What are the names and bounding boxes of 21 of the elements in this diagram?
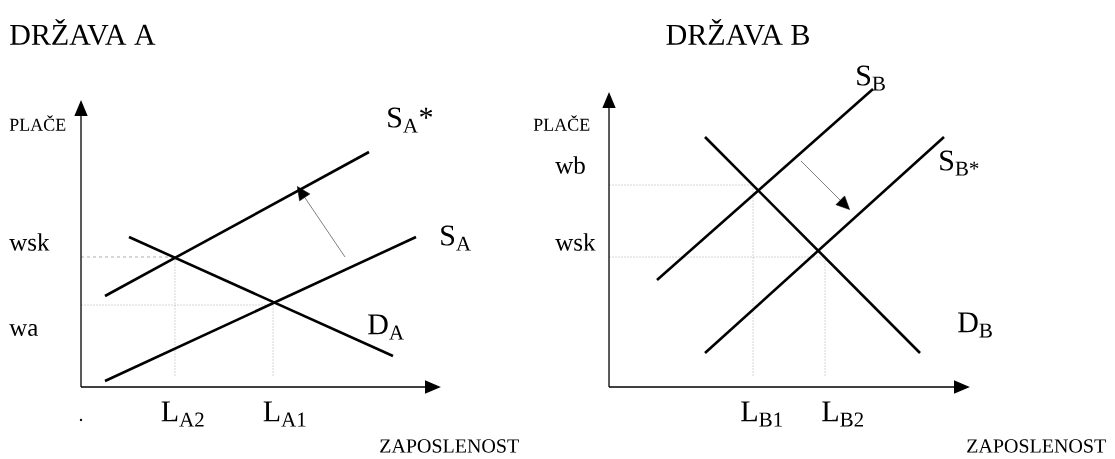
curve-label: S$_{A}$*	[388, 107, 433, 133]
tick-label: L$_{B1}$	[741, 401, 782, 427]
tick-label: wsk	[555, 233, 596, 251]
curve-label: S$_{A}$	[441, 225, 471, 251]
curve-label: D$_{A}$	[368, 314, 404, 340]
tick-label: L$_{A2}$	[161, 401, 204, 427]
tick-label: wb	[555, 156, 585, 174]
chart-title: DRŽAVA B	[666, 18, 809, 46]
chart-title: DRŽAVA A	[10, 18, 156, 46]
tick-label: wa	[9, 324, 38, 336]
curve-label: D$_{B}$	[958, 312, 992, 338]
curve-label: S$_{B}$	[857, 65, 885, 91]
dot-mark: .	[79, 418, 83, 422]
axis-label: PLAČE	[533, 115, 590, 131]
tick-label: L$_{B2}$	[822, 401, 863, 427]
tick-label: L$_{A1}$	[263, 401, 306, 427]
curve-label: S$_{B*}$	[940, 150, 979, 176]
axis-label: PLAČE	[9, 115, 66, 131]
tick-label: wsk	[9, 233, 50, 251]
axis-label: ZAPOSLENOST	[967, 439, 1106, 453]
axis-label: ZAPOSLENOST	[380, 439, 519, 453]
